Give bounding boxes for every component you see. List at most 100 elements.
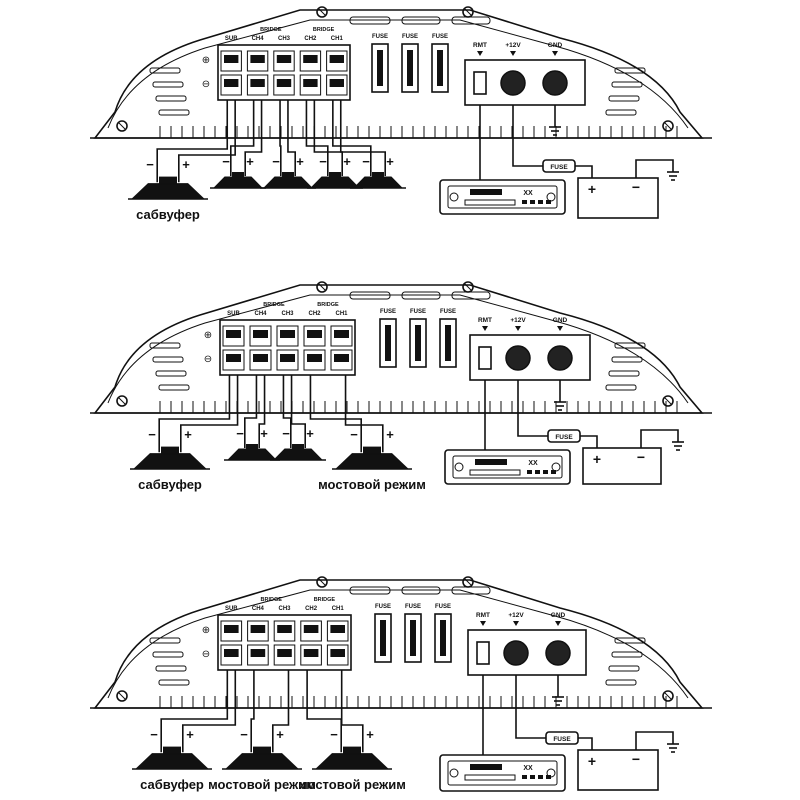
amplifier-housing	[93, 284, 704, 414]
head-unit-display	[470, 764, 502, 770]
polarity-plus: +	[386, 154, 394, 169]
head-unit-button[interactable]	[522, 200, 527, 204]
polarity-plus: +	[343, 154, 351, 169]
speaker-wire-neg	[282, 375, 292, 448]
bridge-label: BRIDGE	[260, 27, 282, 33]
polarity-plus: +	[386, 427, 394, 442]
power-terminal-label: +12V	[505, 42, 521, 49]
vent-slot	[605, 384, 637, 391]
power-wire	[515, 675, 546, 739]
power-terminal-screw[interactable]	[505, 345, 531, 371]
terminal-label: CH2	[308, 311, 321, 317]
polarity-plus: +	[246, 154, 254, 169]
head-unit-knob[interactable]	[449, 192, 459, 202]
speaker-magnet	[343, 746, 361, 754]
fuse-blade	[407, 50, 413, 86]
vent-slot	[349, 291, 391, 300]
head-unit-button[interactable]	[546, 200, 551, 204]
polarity-minus: −	[150, 727, 158, 742]
terminal-clamp	[329, 55, 344, 63]
speaker-wire-neg	[309, 375, 363, 453]
speaker-magnet	[163, 746, 181, 754]
amplifier-housing	[93, 9, 704, 139]
speaker-icon	[134, 753, 210, 770]
rmt-terminal[interactable]	[473, 71, 487, 95]
amplifier-housing	[93, 579, 704, 709]
head-unit-button[interactable]	[530, 200, 535, 204]
fuse-label: FUSE	[405, 604, 421, 610]
head-unit-knob[interactable]	[551, 462, 561, 472]
power-terminal-screw[interactable]	[547, 345, 573, 371]
terminal-clamp	[307, 330, 322, 338]
terminal-clamp	[276, 79, 292, 87]
speaker-wire-pos	[258, 375, 266, 448]
head-unit-button[interactable]	[543, 470, 548, 474]
head-unit-knob[interactable]	[449, 768, 459, 778]
fuse-blade	[385, 325, 391, 361]
vent-slot	[451, 291, 491, 300]
terminal-arrow-icon	[555, 621, 561, 626]
fuse-label: FUSE	[440, 309, 456, 315]
head-unit-button[interactable]	[535, 470, 540, 474]
terminal-label: CH3	[278, 36, 291, 42]
screw-icon	[116, 395, 128, 407]
battery-plus-label: +	[588, 753, 596, 769]
vent-slot	[401, 16, 441, 25]
polarity-minus: −	[362, 154, 370, 169]
head-unit-button[interactable]	[527, 470, 532, 474]
screw-icon	[662, 120, 674, 132]
head-unit-button[interactable]	[538, 200, 543, 204]
speaker-wire-pos	[313, 100, 344, 176]
speaker-wire-neg	[305, 100, 329, 176]
power-terminal-screw[interactable]	[500, 70, 526, 96]
polarity-minus: −	[236, 426, 244, 441]
head-unit-button[interactable]	[522, 775, 527, 779]
vent-slot	[608, 370, 640, 377]
fuse-holder	[404, 613, 422, 663]
rmt-terminal[interactable]	[476, 641, 490, 665]
terminal-arrow-icon	[480, 621, 486, 626]
screw-icon	[662, 395, 674, 407]
battery	[582, 447, 662, 485]
speaker-wire-neg	[158, 375, 231, 453]
head-unit-knob[interactable]	[546, 192, 556, 202]
terminal-clamp	[253, 330, 268, 338]
speaker-wire-pos	[244, 100, 263, 176]
power-wire	[580, 435, 598, 448]
screw-slot	[318, 578, 326, 586]
power-terminal-screw[interactable]	[545, 640, 571, 666]
speaker-wire-pos	[287, 100, 297, 176]
head-unit-buttons-icon: XX	[528, 460, 538, 467]
speaker-magnet	[292, 444, 304, 449]
speaker-icon	[132, 453, 208, 470]
speaker-caption: сабвуфер	[136, 207, 200, 222]
rmt-terminal[interactable]	[478, 346, 492, 370]
power-terminal-panel	[467, 629, 587, 676]
head-unit-display	[470, 189, 502, 195]
speaker-magnet	[161, 446, 179, 454]
fuse-label: FUSE	[372, 34, 388, 40]
fuse-holder	[401, 43, 419, 93]
power-terminal-screw[interactable]	[542, 70, 568, 96]
speaker-wire-pos	[344, 375, 384, 453]
head-unit-button[interactable]	[538, 775, 543, 779]
speaker-wire-pos	[182, 670, 237, 753]
fuse-label: FUSE	[435, 604, 451, 610]
screw-slot	[664, 692, 672, 700]
head-unit-button[interactable]	[546, 775, 551, 779]
power-terminal-panel	[469, 334, 591, 381]
battery-ground-wire	[635, 159, 674, 178]
fuse-holder	[431, 43, 449, 93]
head-unit-button[interactable]	[551, 470, 556, 474]
power-terminal-screw[interactable]	[503, 640, 529, 666]
head-unit-button[interactable]	[530, 775, 535, 779]
vent-slot	[605, 679, 637, 686]
vent-slot	[158, 679, 190, 686]
power-terminal-label: +12V	[508, 612, 524, 619]
head-unit-knob[interactable]	[454, 462, 464, 472]
power-wire	[512, 105, 543, 167]
screw-icon	[116, 690, 128, 702]
